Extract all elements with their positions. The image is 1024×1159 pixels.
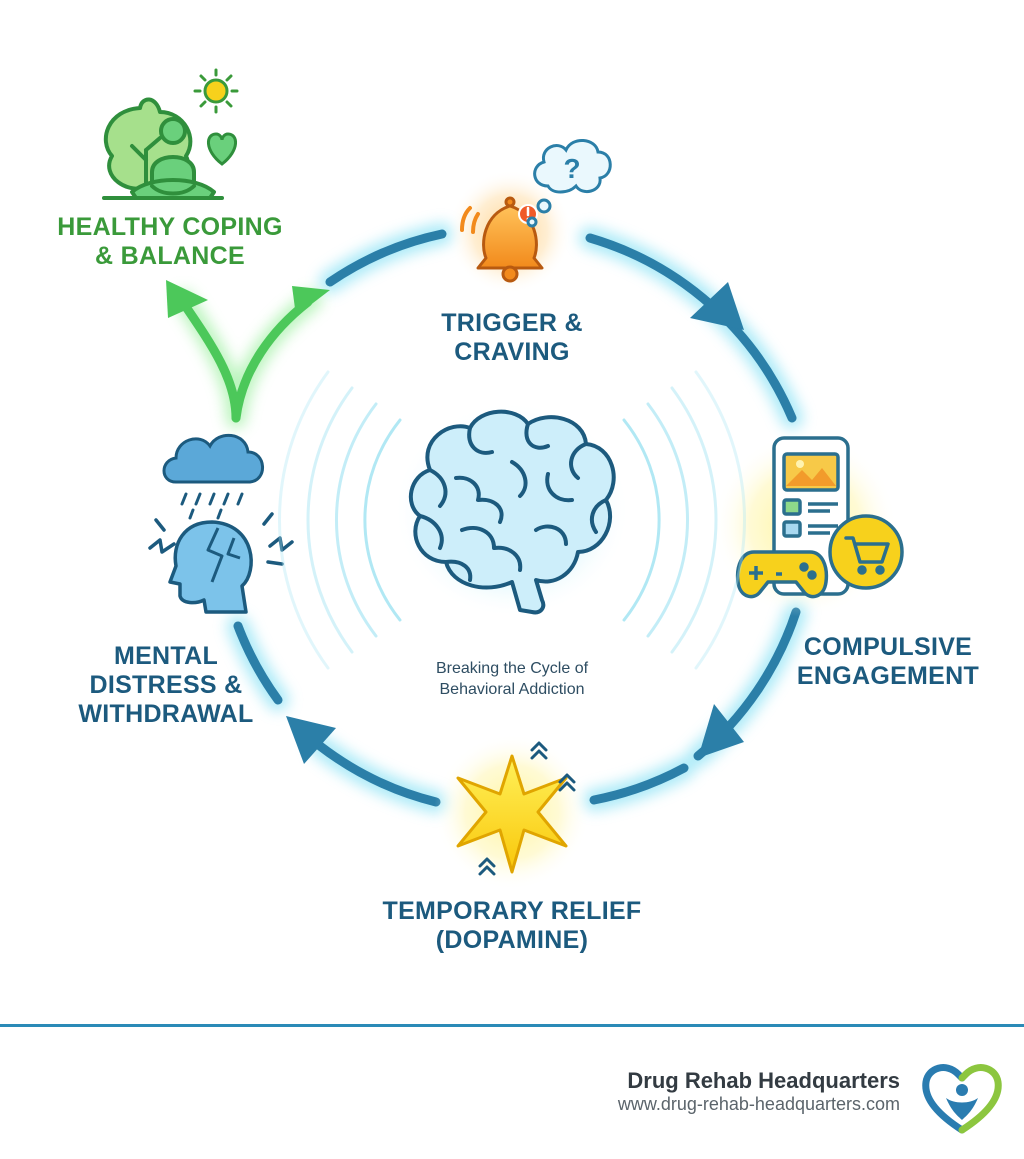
svg-text:?: ? [563,153,580,184]
footer-divider [0,1024,1024,1027]
healthy-coping-line1: HEALTHY COPING [57,213,283,241]
sound-waves [278,370,746,670]
mental-distress-line2: DISTRESS & [89,671,243,699]
brand-name: Drug Rehab Headquarters [627,1068,900,1093]
gamepad-icon [735,550,829,599]
mental-distress-line3: WITHDRAWAL [78,700,254,728]
node-label-compulsive-engagement: COMPULSIVE ENGAGEMENT [790,633,986,691]
temporary-relief-line2: (DOPAMINE) [435,926,589,954]
arrowhead-lower-right [698,704,744,758]
brand-logo-icon [922,1064,1002,1134]
compulsive-engagement-line1: COMPULSIVE [803,633,973,661]
temporary-relief-line1: TEMPORARY RELIEF [382,897,642,925]
center-caption: Breaking the Cycle of Behavioral Addicti… [362,658,662,700]
node-label-temporary-relief: TEMPORARY RELIEF (DOPAMINE) [362,897,662,955]
rain-cloud-icon [162,433,264,520]
compulsive-engagement-line2: ENGAGEMENT [796,662,980,690]
arrowheads [286,282,744,764]
center-caption-line1: Breaking the Cycle of [435,660,589,677]
arrowhead-left [286,716,336,764]
node-label-mental-distress: MENTAL DISTRESS & WITHDRAWAL [66,642,266,729]
sun-icon [193,68,239,114]
chevron-up-icons [478,741,576,876]
arrowhead-right [690,282,744,330]
node-label-healthy-coping: HEALTHY COPING & BALANCE [40,213,300,271]
green-branch-arrow [166,280,330,428]
brain-icon [409,409,616,615]
healthy-coping-line2: & BALANCE [95,242,245,270]
node-label-trigger-craving: TRIGGER & CRAVING [424,309,600,367]
trigger-craving-line2: CRAVING [454,338,570,366]
thought-bubble-icon: ? [526,139,612,228]
heart-icon [207,132,237,166]
mental-distress-line1: MENTAL [113,642,219,670]
lightning-bolt-icons [148,512,294,566]
brand-url: www.drug-rehab-headquarters.com [617,1094,900,1114]
trigger-craving-line1: TRIGGER & [441,309,583,337]
shopping-cart-icon [828,514,904,590]
meditation-tree-icon [102,97,224,200]
distressed-head-icon [168,520,253,614]
center-caption-line2: Behavioral Addiction [439,681,585,698]
